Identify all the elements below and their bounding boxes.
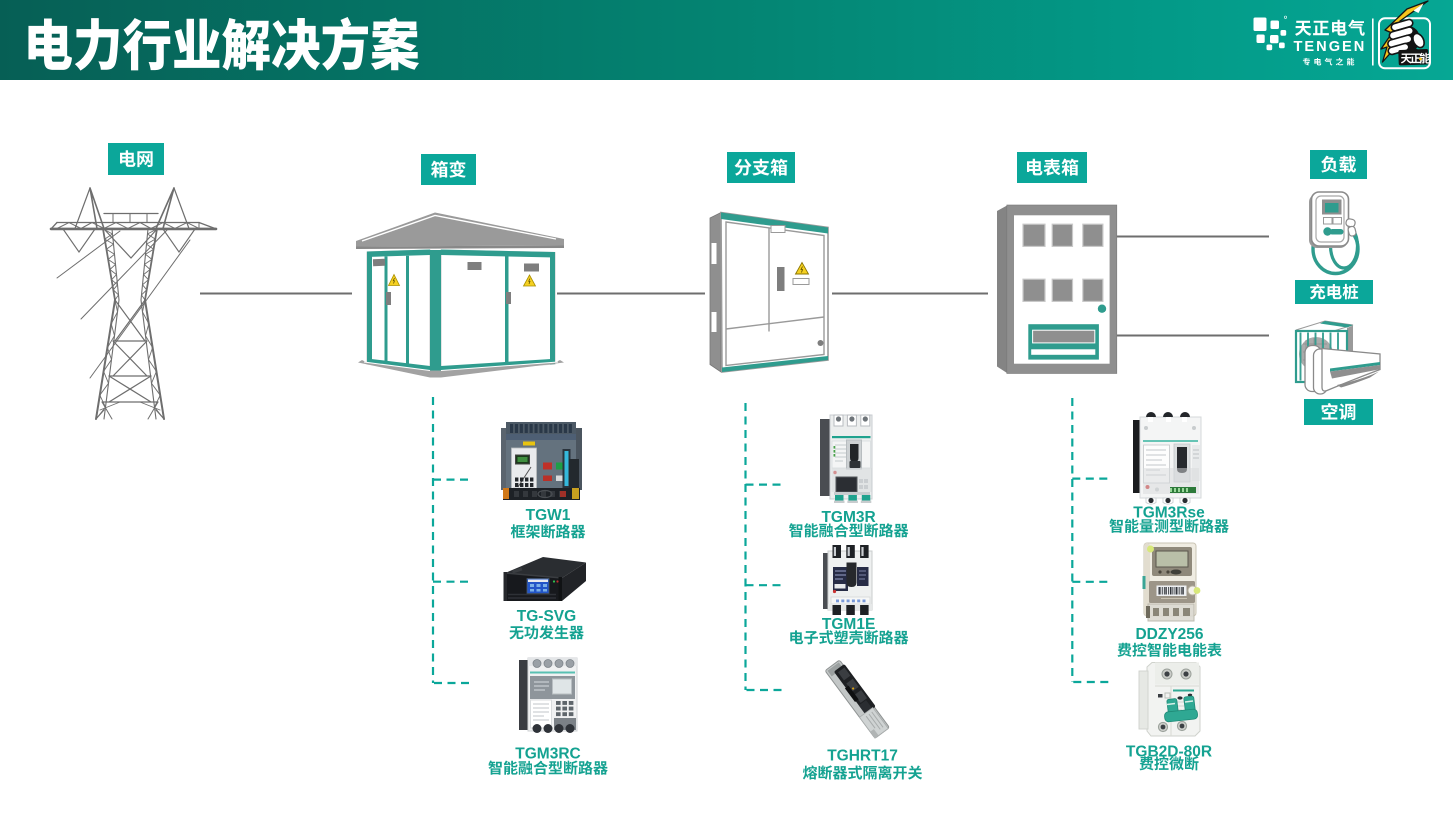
svg-text:TGHRT17: TGHRT17 xyxy=(827,748,898,765)
svg-text:TGM1E: TGM1E xyxy=(822,616,875,633)
svg-text:TGM3Rse: TGM3Rse xyxy=(1133,505,1205,522)
svg-text:DDZY256: DDZY256 xyxy=(1135,626,1203,643)
svg-text:TGM3RC: TGM3RC xyxy=(515,746,580,763)
svg-text:TENGEN: TENGEN xyxy=(1294,39,1367,55)
svg-text:TGB2D-80R: TGB2D-80R xyxy=(1126,744,1212,761)
svg-text:TGW1: TGW1 xyxy=(526,507,571,524)
svg-text:TG-SVG: TG-SVG xyxy=(517,608,576,625)
svg-text:TGM3R: TGM3R xyxy=(821,509,875,526)
